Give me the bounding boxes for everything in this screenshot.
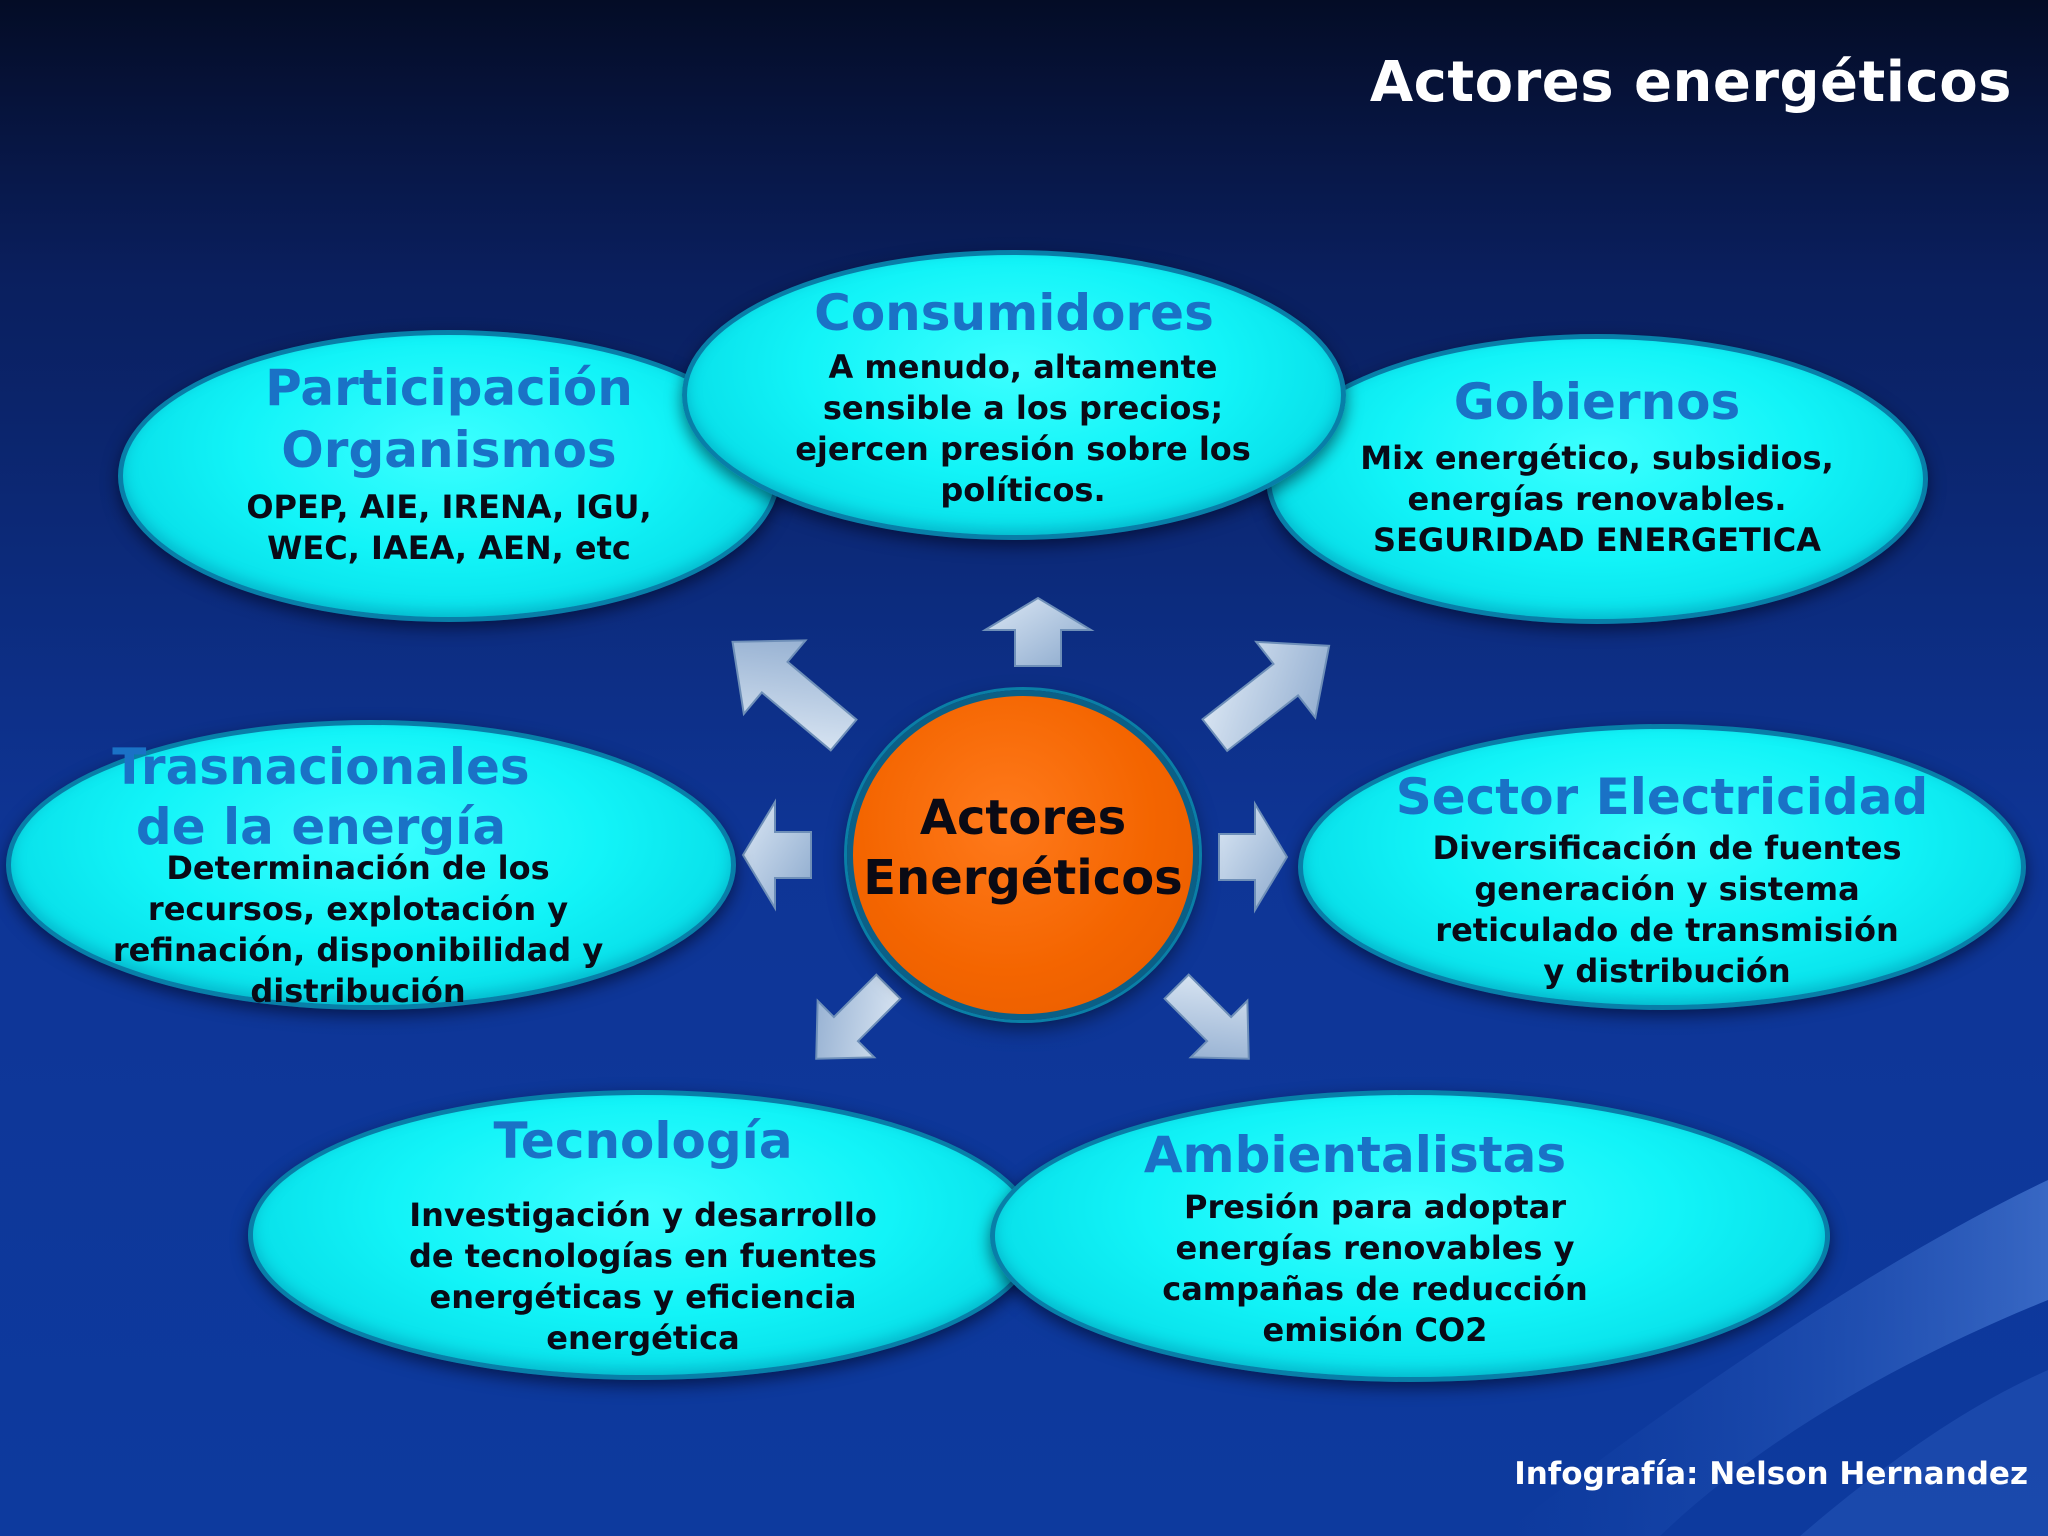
actor-heading: Tecnología [493, 1112, 793, 1170]
actor-tecnologia: Tecnología Investigación y desarrollo de… [248, 1090, 1038, 1380]
actor-heading: Gobiernos [1453, 373, 1741, 431]
actor-electricidad: Sector Electricidad Diversificación de f… [1298, 724, 2026, 1010]
actor-description: Presión para adoptar energías renovables… [1162, 1188, 1588, 1349]
actor-description: OPEP, AIE, IRENA, IGU, WEC, IAEA, AEN, e… [246, 488, 652, 567]
actor-description: Diversificación de fuentes generación y … [1432, 829, 1902, 990]
actor-description: Mix energético, subsidios, energías reno… [1360, 439, 1834, 559]
infographic-credit: Infografía: Nelson Hernandez [1514, 1456, 2028, 1492]
actor-heading: Sector Electricidad [1395, 768, 1929, 826]
actor-description: A menudo, altamente sensible a los preci… [795, 348, 1251, 509]
actor-gobiernos: Gobiernos Mix energético, subsidios, ene… [1266, 334, 1928, 624]
slide-title: Actores energéticos [1369, 50, 2012, 115]
actor-ambientalistas: Ambientalistas Presión para adoptar ener… [990, 1090, 1830, 1382]
center-label: Actores Energéticos [863, 790, 1183, 906]
actor-participacion: Participación Organismos OPEP, AIE, IREN… [118, 330, 780, 622]
actor-description: Determinación de los recursos, explotaci… [112, 849, 604, 1010]
actor-description: Investigación y desarrollo de tecnología… [409, 1196, 877, 1357]
actor-consumidores: Consumidores A menudo, altamente sensibl… [682, 250, 1346, 540]
actor-heading: Ambientalistas [1143, 1126, 1567, 1184]
actor-heading: Participación Organismos [265, 359, 633, 479]
actor-heading: Trasnacionales de la energía [112, 738, 530, 856]
center-node: Actores Energéticos [847, 690, 1199, 1020]
actor-heading: Consumidores [814, 284, 1214, 342]
actor-trasnacionales: Trasnacionales de la energía Determinaci… [6, 720, 736, 1010]
